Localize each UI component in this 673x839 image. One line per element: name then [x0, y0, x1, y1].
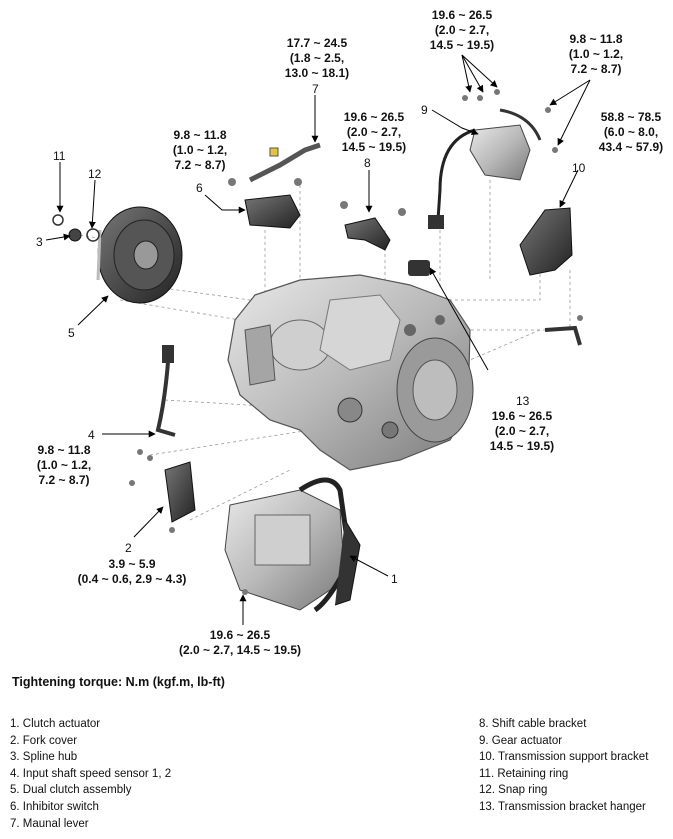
torque-callout-7: 17.7 ~ 24.5 (1.8 ~ 2.5, 13.0 ~ 18.1) [284, 36, 350, 80]
torque-callout-2: 3.9 ~ 5.9 (0.4 ~ 0.6, 2.9 ~ 4.3) [77, 557, 187, 586]
legend-right: 8. Shift cable bracket 9. Gear actuator … [479, 716, 648, 816]
dual-clutch-assembly [96, 206, 183, 304]
manual-lever [248, 142, 321, 183]
torque-units-caption: Tightening torque: N.m (kgf.m, lb-ft) [12, 675, 225, 689]
legend-item: 12. Snap ring [479, 784, 548, 797]
part-number-3: 3 [36, 235, 43, 249]
legend-item: 7. Maunal lever [10, 817, 89, 830]
legend-item: 1. Clutch actuator [10, 718, 101, 730]
legend-item: 3. Spline hub [10, 751, 78, 764]
legend-item: 4. Input shaft speed sensor 1, 2 [10, 767, 172, 780]
exploded-diagram [45, 54, 591, 625]
legend-item: 8. Shift cable bracket [479, 718, 587, 730]
part-number-7: 7 [312, 82, 319, 96]
fork-cover [129, 461, 196, 533]
part-number-5: 5 [68, 326, 75, 340]
transmission-support-bracket [519, 207, 573, 276]
torque-callout-8: 19.6 ~ 26.5 (2.0 ~ 2.7, 14.5 ~ 19.5) [341, 110, 407, 154]
legend-item: 6. Inhibitor switch [10, 800, 99, 813]
torque-callout-6: 9.8 ~ 11.8 (1.0 ~ 1.2, 7.2 ~ 8.7) [172, 128, 228, 172]
transmission-bracket-hanger [408, 260, 583, 346]
part-number-11: 11 [53, 149, 66, 163]
torque-callout-9a: 19.6 ~ 26.5 (2.0 ~ 2.7, 14.5 ~ 19.5) [429, 8, 495, 52]
part-number-13: 13 [516, 394, 530, 408]
part-number-6: 6 [196, 181, 203, 195]
input-shaft-speed-sensor [137, 345, 176, 461]
legend-item: 2. Fork cover [10, 734, 78, 747]
legend-left: 1. Clutch actuator 2. Fork cover 3. Spli… [10, 716, 171, 832]
torque-callout-10: 58.8 ~ 78.5 (6.0 ~ 8.0, 43.4 ~ 57.9) [598, 110, 664, 154]
shift-cable-bracket [340, 201, 406, 251]
leader-lines [45, 54, 591, 625]
inhibitor-switch [228, 178, 302, 229]
part-number-9: 9 [421, 103, 428, 117]
torque-callout-9b: 9.8 ~ 11.8 (1.0 ~ 1.2, 7.2 ~ 8.7) [568, 32, 624, 76]
torque-callout-13: 19.6 ~ 26.5 (2.0 ~ 2.7, 14.5 ~ 19.5) [489, 409, 555, 453]
part-number-2: 2 [125, 541, 132, 555]
torque-callout-1: 19.6 ~ 26.5 (2.0 ~ 2.7, 14.5 ~ 19.5) [178, 628, 302, 657]
part-number-8: 8 [364, 156, 371, 170]
legend-item: 5. Dual clutch assembly [10, 784, 132, 797]
legend-item: 10. Transmission support bracket [479, 751, 649, 764]
legend-item: 9. Gear actuator [479, 734, 563, 747]
clutch-actuator [224, 477, 361, 613]
transmission-housing [227, 274, 474, 471]
part-number-12: 12 [88, 167, 102, 181]
part-number-1: 1 [391, 572, 398, 586]
part-number-4: 4 [88, 428, 95, 442]
torque-callout-4: 9.8 ~ 11.8 (1.0 ~ 1.2, 7.2 ~ 8.7) [36, 443, 92, 487]
part-number-10: 10 [572, 161, 586, 175]
legend-item: 13. Transmission bracket hanger [479, 800, 646, 813]
gear-actuator [428, 89, 558, 229]
legend-item: 11. Retaining ring [479, 767, 569, 780]
